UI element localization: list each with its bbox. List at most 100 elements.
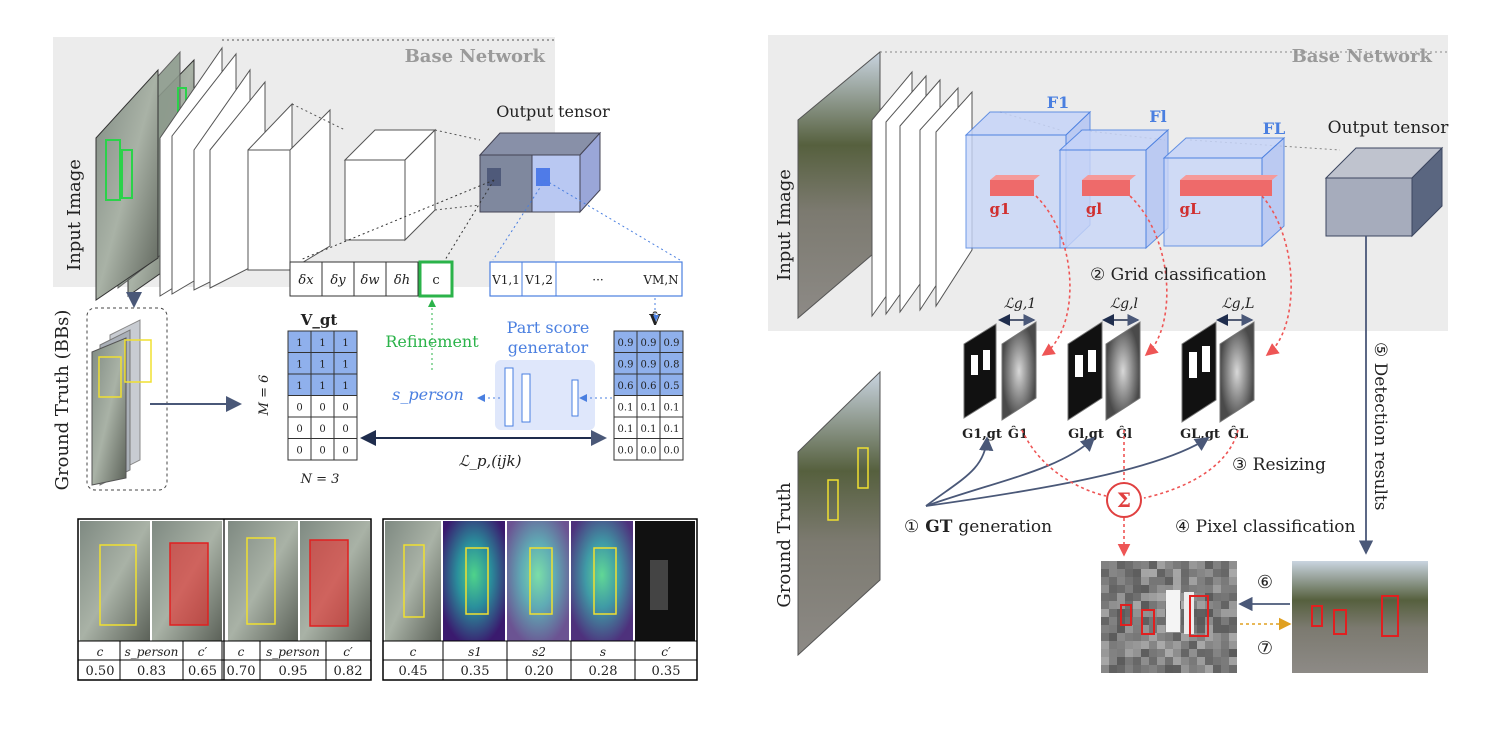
pixel-cell bbox=[1181, 665, 1189, 673]
pixel-cell bbox=[1229, 665, 1237, 673]
pixel-cell bbox=[1149, 577, 1157, 585]
pixel-cell bbox=[1141, 609, 1149, 617]
pixel-cell bbox=[1101, 625, 1109, 633]
pixel-cell bbox=[1101, 585, 1109, 593]
pixel-cell bbox=[1197, 609, 1205, 617]
pixel-cell bbox=[1157, 617, 1165, 625]
part-cell-text-3: VM,N bbox=[642, 273, 678, 287]
vgtTable-cell bbox=[333, 438, 358, 461]
pixel-cell bbox=[1173, 665, 1181, 673]
pixel-cell bbox=[1141, 641, 1149, 649]
pixel-cell bbox=[1125, 665, 1133, 673]
pixel-cell bbox=[1109, 649, 1117, 657]
vhatTable-cell-text: 0.9 bbox=[618, 338, 634, 349]
pixel-cell bbox=[1197, 617, 1205, 625]
pixel-cell bbox=[1221, 641, 1229, 649]
vhatTable-cell-text: 0.1 bbox=[664, 402, 680, 413]
pixel-cell bbox=[1117, 649, 1125, 657]
pixel-cell bbox=[1117, 625, 1125, 633]
pixel-cell bbox=[1189, 561, 1197, 569]
vhatTable-cell-text: 0.0 bbox=[664, 445, 680, 456]
right-base-network-label: Base Network bbox=[1292, 46, 1433, 67]
right-sigma-circle bbox=[1106, 482, 1142, 518]
vhatTable-cell-text: 0.8 bbox=[664, 359, 680, 370]
pixel-cell bbox=[1141, 633, 1149, 641]
t2-header: c′ bbox=[661, 645, 671, 659]
pixel-cell bbox=[1149, 585, 1157, 593]
pixel-cell bbox=[1141, 617, 1149, 625]
vgtTable-cell-text: 1 bbox=[319, 338, 325, 349]
pixel-cell bbox=[1157, 561, 1165, 569]
right-conv-layers bbox=[871, 70, 973, 318]
pixel-cell bbox=[1197, 585, 1205, 593]
right-ground-truth-image bbox=[797, 370, 881, 657]
pixel-cell bbox=[1109, 633, 1117, 641]
pixel-cell bbox=[1165, 649, 1173, 657]
pixel-cell bbox=[1133, 561, 1141, 569]
pixel-cell bbox=[1133, 617, 1141, 625]
pixel-cell bbox=[1229, 649, 1237, 657]
pixel-cell bbox=[1157, 601, 1165, 609]
pixel-cell bbox=[1149, 561, 1157, 569]
right-pixel-bright-1 bbox=[1166, 590, 1180, 632]
pixel-cell bbox=[1229, 633, 1237, 641]
pixel-cell bbox=[1125, 649, 1133, 657]
vhatTable-cell-text: 0.0 bbox=[618, 445, 634, 456]
left-input-image-label: Input Image bbox=[64, 159, 85, 271]
t1-value: 0.83 bbox=[137, 664, 166, 679]
vector-cell-2 bbox=[353, 261, 387, 297]
left-part-score-label-2: generator bbox=[508, 338, 589, 357]
pixel-cell bbox=[1141, 649, 1149, 657]
pixel-cell bbox=[1157, 569, 1165, 577]
vgtTable-cell-text: 0 bbox=[342, 445, 348, 456]
pixel-cell bbox=[1189, 649, 1197, 657]
vhatTable-cell-text: 0.6 bbox=[618, 381, 634, 392]
pixel-cell bbox=[1173, 561, 1181, 569]
pixel-cell bbox=[1141, 561, 1149, 569]
vector-cell-1 bbox=[321, 261, 355, 297]
pixel-cell bbox=[1117, 593, 1125, 601]
pixel-cell bbox=[1109, 617, 1117, 625]
vgtTable-cell-text: 0 bbox=[342, 424, 348, 435]
left-tensor-to-parts-guide bbox=[492, 179, 546, 261]
pixel-cell bbox=[1165, 577, 1173, 585]
pixel-cell bbox=[1205, 569, 1213, 577]
pixel-cell bbox=[1229, 569, 1237, 577]
pixel-cell bbox=[1109, 609, 1117, 617]
t2-value: 0.20 bbox=[525, 664, 554, 679]
pixel-cell bbox=[1101, 617, 1109, 625]
vhatTable-cell-text: 0.5 bbox=[664, 381, 680, 392]
pixel-cell bbox=[1221, 609, 1229, 617]
left-dotted-guides bbox=[222, 39, 555, 211]
t2-header: s1 bbox=[468, 645, 482, 659]
pixel-cell bbox=[1117, 585, 1125, 593]
t1-header: c′ bbox=[198, 645, 208, 659]
pixel-cell bbox=[1141, 585, 1149, 593]
left-vhat-label: V̂ bbox=[648, 311, 661, 329]
pixel-cell bbox=[1149, 601, 1157, 609]
pixel-cell bbox=[1125, 577, 1133, 585]
vhatTable-cell-text: 0.1 bbox=[618, 424, 634, 435]
vgtTable-cell-text: 1 bbox=[342, 338, 348, 349]
left-example-table-1 bbox=[77, 518, 372, 681]
pixel-cell bbox=[1109, 601, 1117, 609]
pixel-cell bbox=[1213, 649, 1221, 657]
pixel-cell bbox=[1125, 641, 1133, 649]
pixel-cell bbox=[1125, 633, 1133, 641]
pixel-cell bbox=[1157, 657, 1165, 665]
vgtTable-cell-text: 1 bbox=[342, 381, 348, 392]
pixel-cell bbox=[1157, 593, 1165, 601]
pixel-cell bbox=[1205, 585, 1213, 593]
left-part-score-generator-box bbox=[495, 360, 595, 430]
t1-value: 0.70 bbox=[227, 664, 256, 679]
left-conv-layers bbox=[159, 46, 437, 297]
vector-cell-4 bbox=[418, 260, 454, 298]
vgtTable-cell-text: 0 bbox=[342, 402, 348, 413]
right-detection-image bbox=[1292, 561, 1428, 673]
pixel-cell bbox=[1109, 625, 1117, 633]
pixel-cell bbox=[1157, 649, 1165, 657]
pixel-cell bbox=[1141, 593, 1149, 601]
